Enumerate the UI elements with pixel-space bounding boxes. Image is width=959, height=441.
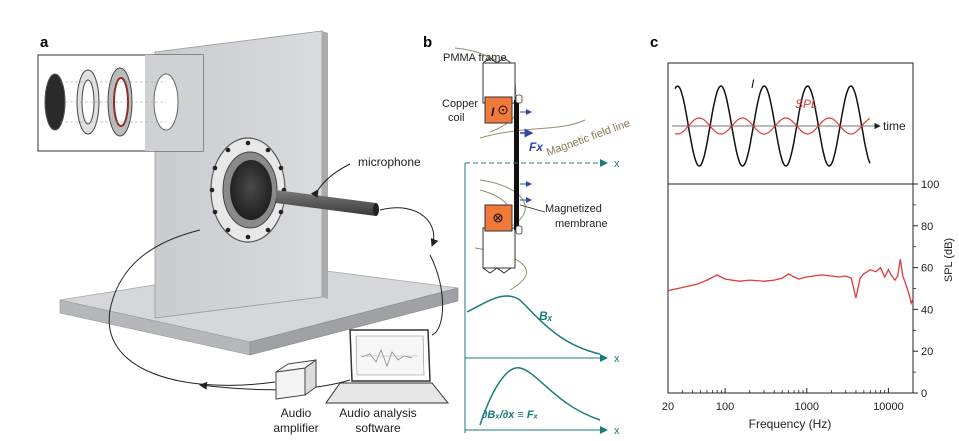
plot-frame — [667, 62, 914, 394]
field-line-label: Magnetic field line — [545, 117, 632, 158]
membrane-pointer — [519, 204, 546, 213]
pmma-frame-bottom — [482, 227, 516, 269]
flange-bolts — [209, 140, 287, 240]
current-in-symbol — [493, 213, 503, 223]
membrane-label-line2: membrane — [555, 218, 608, 230]
microphone-pointer — [310, 163, 351, 199]
cable-mic-down — [429, 254, 444, 336]
laptop-display — [355, 335, 425, 376]
baffle-edge — [322, 31, 328, 299]
membrane-clamp-bottom — [515, 225, 523, 235]
force-label: Fx — [529, 140, 544, 154]
y-tick-label: 0 — [921, 388, 927, 400]
spl-symbol: SPL — [795, 97, 818, 111]
amplifier-side — [304, 359, 317, 396]
current-waveform — [674, 85, 871, 167]
x-tick-label: 20 — [662, 401, 674, 413]
laptop-plot-trace — [361, 348, 413, 368]
magnetized-membrane — [514, 100, 519, 230]
spl-axis-ticks: 0 20 40 60 80 100 20 100 1000 10000 — [662, 179, 939, 413]
y-tick-label: 60 — [921, 263, 933, 275]
microphone-tube — [276, 190, 376, 216]
y-tick-label: 20 — [921, 346, 933, 358]
panel-a-label: a — [40, 34, 49, 51]
software-label-line2: software — [355, 421, 401, 435]
y-tick-label: 100 — [921, 179, 939, 191]
frame-break-bottom — [482, 267, 512, 274]
amplifier-label-line2: amplifier — [273, 421, 318, 435]
amplifier-label-line1: Audio — [281, 406, 312, 420]
spl-series-line — [667, 259, 914, 306]
gradient-curve — [479, 367, 601, 426]
amplifier-front — [275, 367, 306, 400]
frame-break-top — [482, 57, 512, 64]
pmma-label: PMMA frame — [443, 52, 507, 64]
x-tick-label: 1000 — [795, 401, 819, 413]
x-axis-label-3: x — [614, 425, 620, 437]
current-out-dot — [502, 109, 504, 111]
copper-label-line1: Copper — [442, 98, 478, 110]
speaker-membrane — [230, 160, 272, 220]
current-in-cross — [494, 214, 502, 222]
inset-guides — [60, 81, 166, 123]
time-label: time — [883, 119, 906, 133]
y-tick-label: 80 — [921, 221, 933, 233]
current-out-symbol — [498, 105, 508, 115]
current-symbol: I — [751, 77, 755, 91]
base-side — [249, 287, 459, 356]
x-axis-label-2: x — [614, 353, 620, 365]
coil-current-symbol: I — [491, 105, 495, 119]
copper-label-line2: coil — [448, 112, 465, 124]
force-arrows — [520, 109, 532, 203]
microphone-tip — [373, 203, 379, 216]
bx-curve — [466, 295, 601, 355]
panel-c-label: c — [650, 34, 658, 51]
microphone-label: microphone — [358, 155, 421, 169]
panel-b-label: b — [423, 34, 432, 51]
x-axis-label-1: x — [614, 158, 620, 170]
software-label-line1: Audio analysis — [339, 406, 416, 420]
inset-speaker — [44, 73, 66, 131]
cable-mic-to-laptop — [379, 207, 439, 247]
panel-a: a microphone — [37, 30, 459, 435]
bx-label: Bₓ — [539, 309, 553, 323]
spl-waveform — [674, 117, 871, 135]
laptop-keyboard — [325, 382, 450, 404]
panel-b: b PMMA frame Magnetic field line I Coppe… — [423, 34, 632, 437]
membrane-label-line1: Magnetized — [545, 203, 602, 215]
y-tick-label: 40 — [921, 304, 933, 316]
x-tick-label: 10000 — [873, 401, 904, 413]
x-tick-label: 100 — [716, 401, 734, 413]
magnetic-field-lines — [454, 47, 586, 291]
membrane-clamp-top — [515, 94, 523, 104]
gradient-label: ∂Bₓ/∂x ≡ Fₓ — [482, 409, 539, 421]
x-axis-label: Frequency (Hz) — [749, 417, 832, 431]
y-axis-label: SPL (dB) — [943, 238, 955, 282]
